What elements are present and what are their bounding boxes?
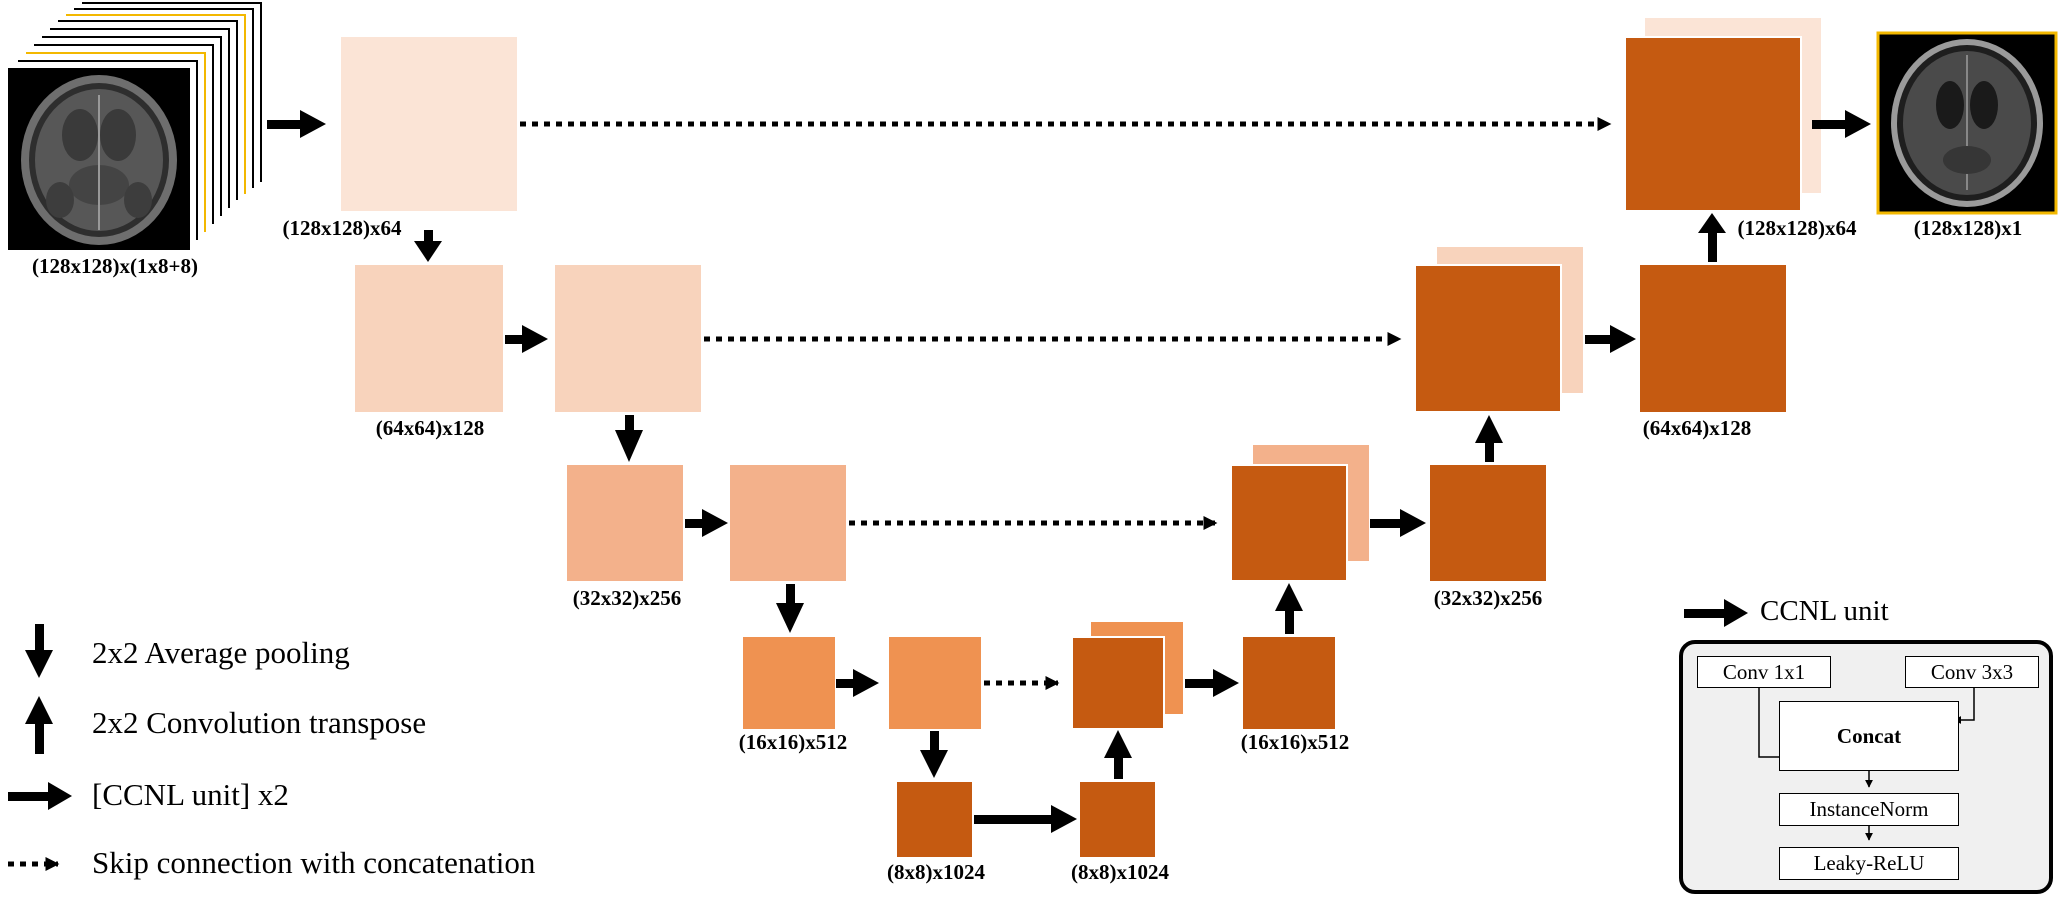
bottleneck-b [1080, 782, 1155, 857]
dec-block-l1 [1624, 36, 1802, 212]
dec-block-l3b [1430, 465, 1546, 581]
dec-l2-label: (64x64)x128 [1642, 416, 1752, 440]
conv1x1-box: Conv 1x1 [1697, 656, 1831, 688]
legend-pooling-text: 2x2 Average pooling [92, 635, 350, 670]
enc-block-l2a [355, 265, 503, 412]
concat-box: Concat [1779, 701, 1959, 771]
enc-bottleneck-label: (8x8)x1024 [887, 860, 985, 884]
dec-block-l2b [1640, 265, 1786, 412]
pooling-arrows [414, 230, 948, 778]
legend-symbols [8, 599, 1748, 871]
enc-l2-label: (64x64)x128 [375, 416, 485, 440]
dec-block-l4a [1071, 636, 1165, 730]
dec-l3-label: (32x32)x256 [1433, 586, 1543, 610]
input-image-stack [8, 2, 262, 250]
enc-block-l1 [341, 37, 517, 211]
enc-block-l4b [889, 637, 981, 729]
dec-block-l3a [1230, 464, 1348, 582]
enc-block-l2b [555, 265, 701, 412]
dec-l4-label: (16x16)x512 [1240, 730, 1350, 754]
dec-l1-label: (128x128)x64 [1737, 216, 1857, 240]
enc-block-l3a [567, 465, 683, 581]
input-label: (128x128)x(1x8+8) [32, 254, 198, 278]
bottleneck-a [897, 782, 972, 857]
legend-skip-text: Skip connection with concatenation [92, 845, 536, 880]
enc-block-l4a [743, 637, 835, 729]
skip-connections [520, 117, 1612, 690]
legend-ccnl-x2-text: [CCNL unit] x2 [92, 777, 289, 812]
output-image [1876, 31, 2058, 215]
enc-l1-label: (128x128)x64 [282, 216, 402, 240]
ccnl-unit-title: CCNL unit [1760, 595, 1889, 627]
dec-bottleneck-label: (8x8)x1024 [1071, 860, 1169, 884]
conv3x3-box: Conv 3x3 [1905, 656, 2039, 688]
enc-block-l3b [730, 465, 846, 581]
dec-block-l2a [1414, 264, 1562, 413]
output-label: (128x128)x1 [1913, 216, 2023, 240]
leaky-relu-box: Leaky-ReLU [1779, 847, 1959, 880]
transpose-arrows [1104, 213, 1726, 779]
dec-block-l4b [1243, 637, 1335, 729]
legend-transpose-text: 2x2 Convolution transpose [92, 705, 427, 740]
instancenorm-box: InstanceNorm [1779, 793, 1959, 826]
enc-l4-label: (16x16)x512 [738, 730, 848, 754]
ccnl-unit-box: Conv 1x1 Conv 3x3 Concat InstanceNorm Le… [1679, 640, 2053, 894]
enc-l3-label: (32x32)x256 [572, 586, 682, 610]
ccnl-arrows [267, 110, 1871, 833]
